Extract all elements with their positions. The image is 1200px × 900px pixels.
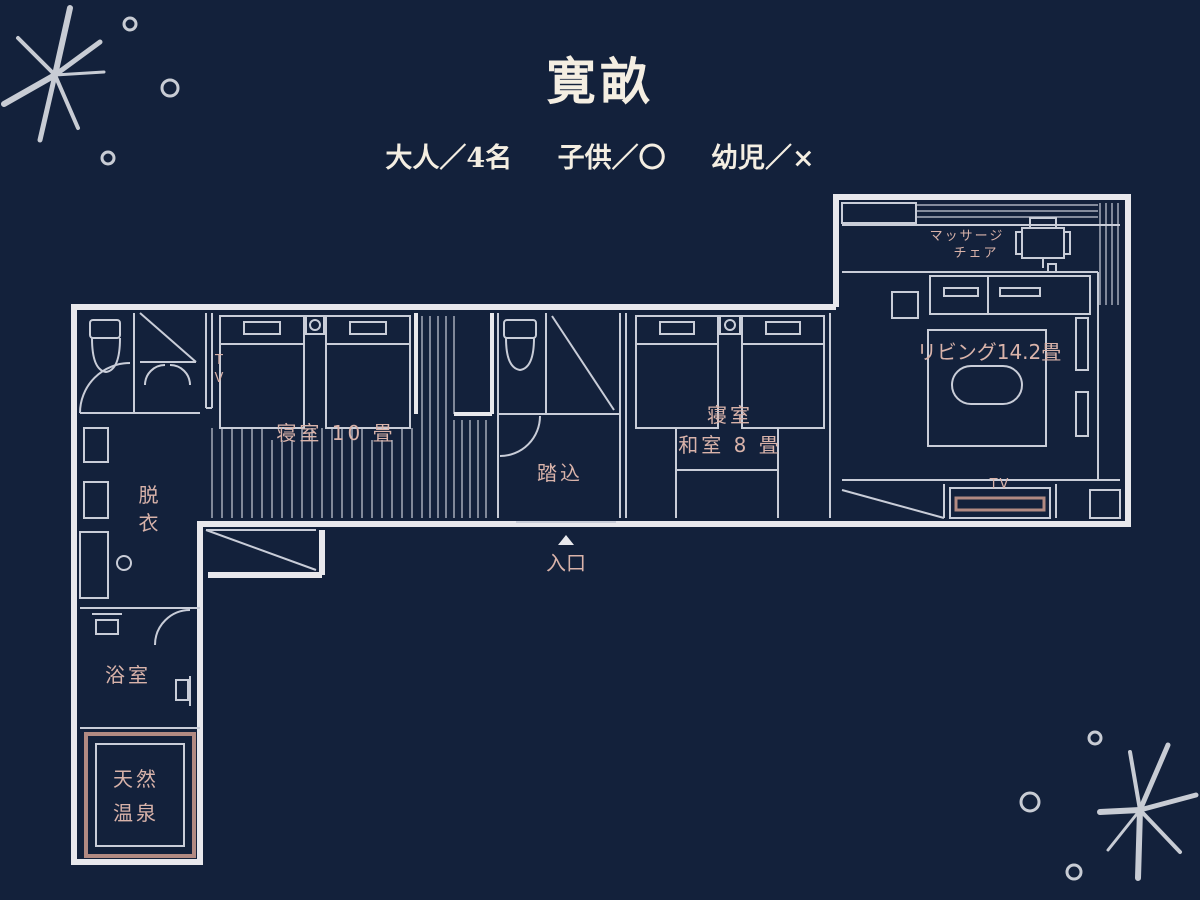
capacity-infants: 幼児／×	[710, 143, 815, 174]
label-onsen-2: 温泉	[113, 801, 159, 825]
label-bath: 浴室	[105, 663, 151, 687]
center-block	[497, 313, 621, 523]
label-entrance: 入口	[546, 551, 586, 575]
capacity-adults: 大人／4名	[385, 143, 513, 174]
left-wing	[79, 312, 200, 858]
label-massage-1: マッサージ	[929, 229, 1005, 244]
bedroom-western	[205, 313, 494, 518]
closet	[205, 529, 317, 571]
label-entry-step: 踏込	[537, 461, 583, 485]
outer-walls	[71, 194, 1131, 865]
label-tv-bedroom-v: V	[214, 371, 224, 386]
label-onsen-1: 天然	[113, 767, 159, 791]
label-dressing-1: 脱	[138, 483, 162, 507]
label-bedroom-western: 寝室 10 畳	[276, 421, 396, 445]
label-dressing-2: 衣	[138, 511, 162, 535]
page-title: 寛畝	[546, 52, 654, 111]
sparkle-icon-top-left	[1, 5, 180, 166]
label-living: リビング14.2畳	[916, 340, 1062, 364]
living-room	[841, 202, 1121, 519]
label-tv-bedroom-t: T	[215, 353, 223, 368]
sparkle-icon-bottom-right	[1019, 730, 1199, 881]
entrance-arrow-icon	[558, 535, 574, 545]
capacity-line: 大人／4名 子供／〇 幼児／×	[0, 136, 1200, 175]
label-bedroom-japanese-1: 寝室	[707, 403, 753, 427]
capacity-children: 子供／〇	[557, 143, 666, 174]
label-bedroom-japanese-2: 和室 8 畳	[678, 433, 782, 457]
label-tv-living: TV	[989, 477, 1011, 492]
bedroom-japanese	[625, 313, 831, 518]
label-massage-2: チェア	[953, 246, 999, 261]
